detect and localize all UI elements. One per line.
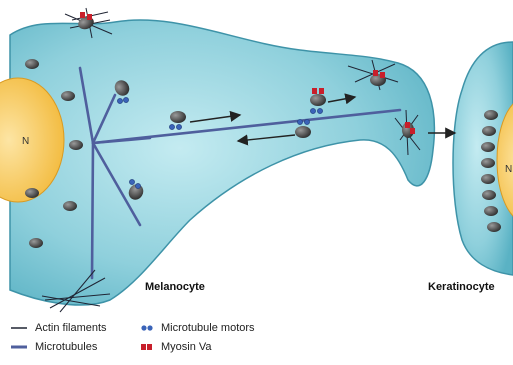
legend-microtubules-label: Microtubules [35, 341, 97, 353]
myosin [319, 88, 324, 94]
motor [176, 124, 181, 129]
myosin [373, 70, 378, 76]
melanosome [29, 238, 43, 248]
legend-item-microtubules: Microtubules [10, 341, 97, 353]
myosin [87, 14, 92, 20]
melanosome [482, 190, 496, 200]
melanosome [484, 206, 498, 216]
melanosome [484, 110, 498, 120]
legend-item-motors: Microtubule motors [140, 322, 255, 334]
melanocyte-cell [10, 20, 434, 305]
actin-swatch [10, 323, 28, 333]
motor [117, 98, 122, 103]
microtubule-swatch [10, 342, 28, 352]
myosin-swatch [140, 342, 154, 352]
legend-item-actin: Actin filaments [10, 322, 107, 334]
melanosome [481, 158, 495, 168]
melanosome [25, 188, 39, 198]
melanosome [25, 59, 39, 69]
myosin [312, 88, 317, 94]
legend-motors-label: Microtubule motors [161, 322, 255, 334]
legend-actin-label: Actin filaments [35, 322, 107, 334]
motor [129, 179, 134, 184]
melanosome [61, 91, 75, 101]
myosin [405, 122, 410, 128]
myosin [80, 12, 85, 18]
melanosome [481, 142, 495, 152]
keratinocyte-label: Keratinocyte [428, 281, 495, 293]
melanosome [295, 126, 311, 138]
melanosome [481, 174, 495, 184]
motor [123, 97, 128, 102]
myosin [380, 72, 385, 78]
motor [317, 108, 322, 113]
motor [310, 108, 315, 113]
keratinocyte-nucleus-label: N [505, 164, 512, 175]
melanocyte-label: Melanocyte [145, 281, 205, 293]
melanosome [63, 201, 77, 211]
motor [304, 119, 309, 124]
melanosome [310, 94, 326, 106]
motor [135, 183, 140, 188]
legend-item-myosin: Myosin Va [140, 341, 212, 353]
legend-myosin-label: Myosin Va [161, 341, 212, 353]
melanosome [69, 140, 83, 150]
motor-swatch [140, 323, 154, 333]
motor [169, 124, 174, 129]
melanocyte-nucleus-label: N [22, 136, 29, 147]
legend: Actin filaments Microtubules Microtubule… [10, 322, 280, 360]
myosin [410, 128, 415, 134]
motor [297, 119, 302, 124]
melanosome [487, 222, 501, 232]
microtubule [92, 143, 93, 278]
melanosome [482, 126, 496, 136]
melanosome [170, 111, 186, 123]
